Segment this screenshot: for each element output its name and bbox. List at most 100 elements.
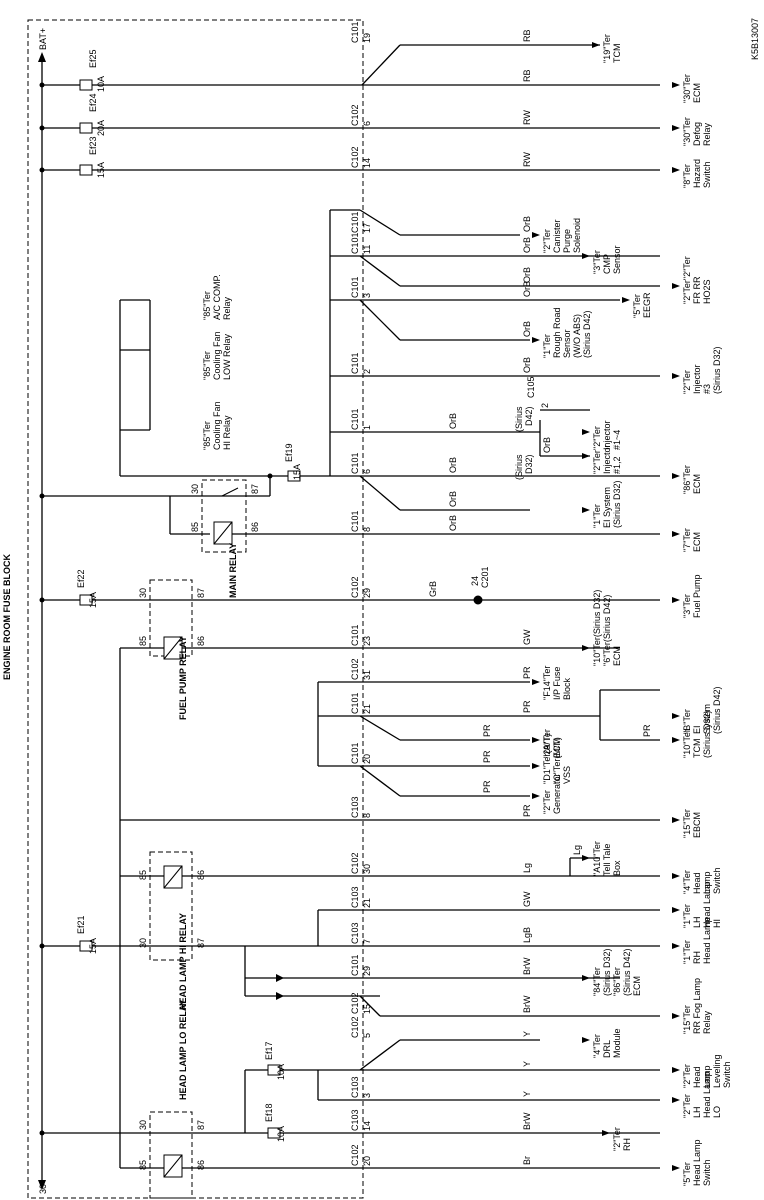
terminal-arrow xyxy=(532,232,540,238)
destination-label: (Sirius D32) xyxy=(612,480,622,528)
connector-label: C101 xyxy=(350,510,360,532)
destination-label: CMP xyxy=(602,254,612,274)
terminal-arrow xyxy=(672,737,680,743)
destination-label: Injector xyxy=(692,364,702,394)
terminal-arrow xyxy=(582,507,590,513)
terminal-arrow xyxy=(672,873,680,879)
wire-tcm-branch xyxy=(361,44,401,86)
wire-color-label: GW xyxy=(522,629,532,645)
relay-pin: 85 xyxy=(138,1160,148,1170)
destination-label: System xyxy=(702,704,712,734)
destination-label: Head Lamp xyxy=(692,1139,702,1186)
connector-label: C101 xyxy=(350,452,360,474)
destination-label: "6"Ter(Sirius D42) xyxy=(602,595,612,666)
destination-label: LO xyxy=(712,1106,722,1118)
wire-orb-rough-branch xyxy=(359,299,401,341)
terminal-arrow xyxy=(622,297,630,303)
bus-arrow-top xyxy=(38,52,46,62)
wire-pr-ecm-branch xyxy=(359,715,401,741)
relay-pin: 30 xyxy=(138,938,148,948)
connector-label: C102 xyxy=(350,146,360,168)
relay-pin: 87 xyxy=(196,938,206,948)
relay-switch-icon xyxy=(221,487,239,497)
wire-color-label: BrW xyxy=(522,995,532,1013)
fuse-name: Ef25 xyxy=(88,49,98,68)
splice-c201 xyxy=(473,595,483,605)
relay-coil-icon xyxy=(163,1154,183,1178)
fuse-rating: 10A xyxy=(276,1126,286,1142)
relay-label: HEAD LAMP LO RELAY xyxy=(178,999,188,1100)
wire-color-label: Y xyxy=(522,1031,532,1037)
terminal-arrow xyxy=(672,817,680,823)
bus-arrow-bottom xyxy=(38,1180,46,1190)
terminal-arrow xyxy=(672,1067,680,1073)
destination-label: "4"Ter xyxy=(682,870,692,894)
wire-color-label: PR xyxy=(642,724,652,737)
destination-label: "10"Ter xyxy=(682,729,692,758)
terminal-arrow xyxy=(672,1097,680,1103)
wire-color-label: OrB xyxy=(522,321,532,337)
pin-label: 20 xyxy=(362,754,372,764)
relay-label: FUEL PUMP RELAY xyxy=(178,636,188,720)
wire-color-label: PR xyxy=(482,750,492,763)
destination-label: "86"Ter xyxy=(682,465,692,494)
fuse-rating: 15A xyxy=(292,464,302,480)
connector-label: C103 xyxy=(350,922,360,944)
connector-label: C101 xyxy=(350,624,360,646)
bus-top-label: BAT+ xyxy=(38,28,48,50)
connector-label: C101 xyxy=(350,352,360,374)
connector-label: C101 xyxy=(350,408,360,430)
fuse-rating: 15A xyxy=(96,162,106,178)
destination-label: "1"Ter xyxy=(542,334,552,358)
connector-label: C102 xyxy=(350,576,360,598)
connector-label: C103 xyxy=(350,796,360,818)
destination-label: Defog xyxy=(692,122,702,146)
terminal-arrow xyxy=(532,337,540,343)
destination-label: Canister xyxy=(552,219,562,253)
destination-label: Purge xyxy=(562,229,572,253)
destination-label: EI System xyxy=(602,487,612,528)
destination-label: "2"Ter xyxy=(682,1094,692,1118)
terminal-arrow xyxy=(582,855,590,861)
wire-color-label: Lg xyxy=(572,845,582,855)
pin-label: 19 xyxy=(362,33,372,43)
relay-pin: 87 xyxy=(250,484,260,494)
relay-pin: 85 xyxy=(190,522,200,532)
destination-label: "2"Ter xyxy=(542,790,552,814)
destination-label: "84"Ter xyxy=(592,967,602,996)
fuse-rating: 10A xyxy=(276,1064,286,1080)
dest-line: Relay xyxy=(222,296,232,320)
wire-color-label: Y xyxy=(522,1091,532,1097)
terminal-arrow xyxy=(582,645,590,651)
lo-relay-box xyxy=(149,1111,193,1199)
pin-label: 8 xyxy=(362,527,372,532)
terminal-arrow xyxy=(582,253,590,259)
connector-label: C102 xyxy=(350,992,360,1014)
fuse-block-outline xyxy=(27,19,364,1199)
destination-label: "2"Ter xyxy=(682,1064,692,1088)
dest-line: "85"Ter xyxy=(202,421,212,450)
terminal-arrow xyxy=(582,975,590,981)
destination-label: LH xyxy=(692,916,702,928)
destination-label: "3"Ter xyxy=(682,594,692,618)
destination-label: Switch xyxy=(702,161,712,188)
destination-label: TCM xyxy=(612,44,622,64)
destination-label: (Sirius D32) xyxy=(602,948,612,996)
splice-pin: 24 xyxy=(470,576,480,586)
fuse-name: Ef19 xyxy=(284,443,294,462)
fuse-icon xyxy=(79,594,93,606)
relay-pin: 86 xyxy=(196,870,206,880)
wire-color-label: BrW xyxy=(522,957,532,975)
wire-pr-gen-branch xyxy=(359,765,401,797)
destination-label: (Sirius D42) xyxy=(622,948,632,996)
destination-label: Injector xyxy=(602,444,612,474)
destination-label: Hazard xyxy=(692,159,702,188)
destination-label: EBCM xyxy=(692,812,702,838)
wire-orb-ho2s-branch xyxy=(359,255,401,287)
destination-label: Tell Tale xyxy=(602,844,612,876)
relay-pin: 30 xyxy=(138,1120,148,1130)
destination-label: #1~4 xyxy=(612,430,622,450)
destination-label: RH xyxy=(622,1138,632,1151)
destination-label: "B"Ter xyxy=(682,709,692,734)
diagram-title: ENGINE ROOM FUSE BLOCK xyxy=(2,553,12,680)
